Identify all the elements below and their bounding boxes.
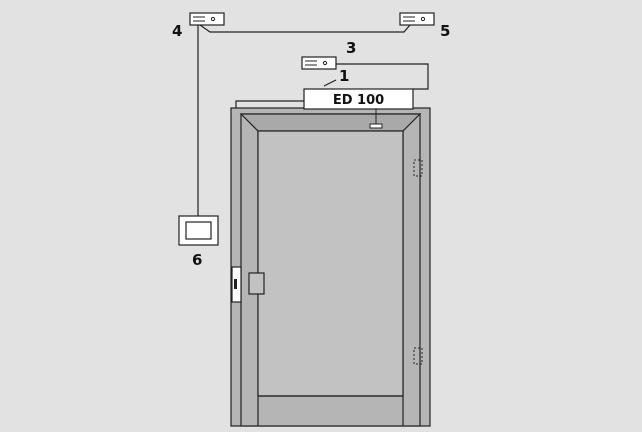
- callout-5: 5: [440, 22, 450, 40]
- wire-switch3-operator: [336, 63, 429, 90]
- switch-body: [189, 12, 225, 26]
- control-panel: [178, 215, 219, 246]
- switch-dot: [210, 16, 216, 22]
- wire-switch4-switch5: [199, 24, 411, 33]
- switch-dot: [420, 16, 426, 22]
- frame-bevel: [239, 113, 422, 132]
- callout-3: 3: [346, 39, 356, 57]
- wire-operator-callout1: [323, 79, 337, 87]
- door-leaf: [257, 130, 404, 397]
- strike-latch: [234, 279, 237, 289]
- callout-1: 1: [339, 67, 349, 85]
- operator-label: ED 100: [333, 93, 384, 108]
- switch-body: [399, 12, 435, 26]
- switch-body: [301, 56, 337, 70]
- hinge-top: [413, 159, 423, 177]
- callout-6: 6: [192, 251, 202, 269]
- operator-box: [303, 88, 414, 110]
- operator-arm: [369, 123, 383, 129]
- door-handle: [248, 272, 265, 295]
- door-frame: [230, 107, 431, 427]
- hinge-bottom: [413, 347, 423, 365]
- push-switch-5: [399, 12, 435, 26]
- operator-unit: ED 100: [303, 88, 414, 110]
- callout-4: 4: [172, 22, 182, 40]
- panel-screen: [185, 221, 212, 240]
- push-switch-4: [189, 12, 225, 26]
- switch-dot: [322, 60, 328, 66]
- push-switch-3: [301, 56, 337, 70]
